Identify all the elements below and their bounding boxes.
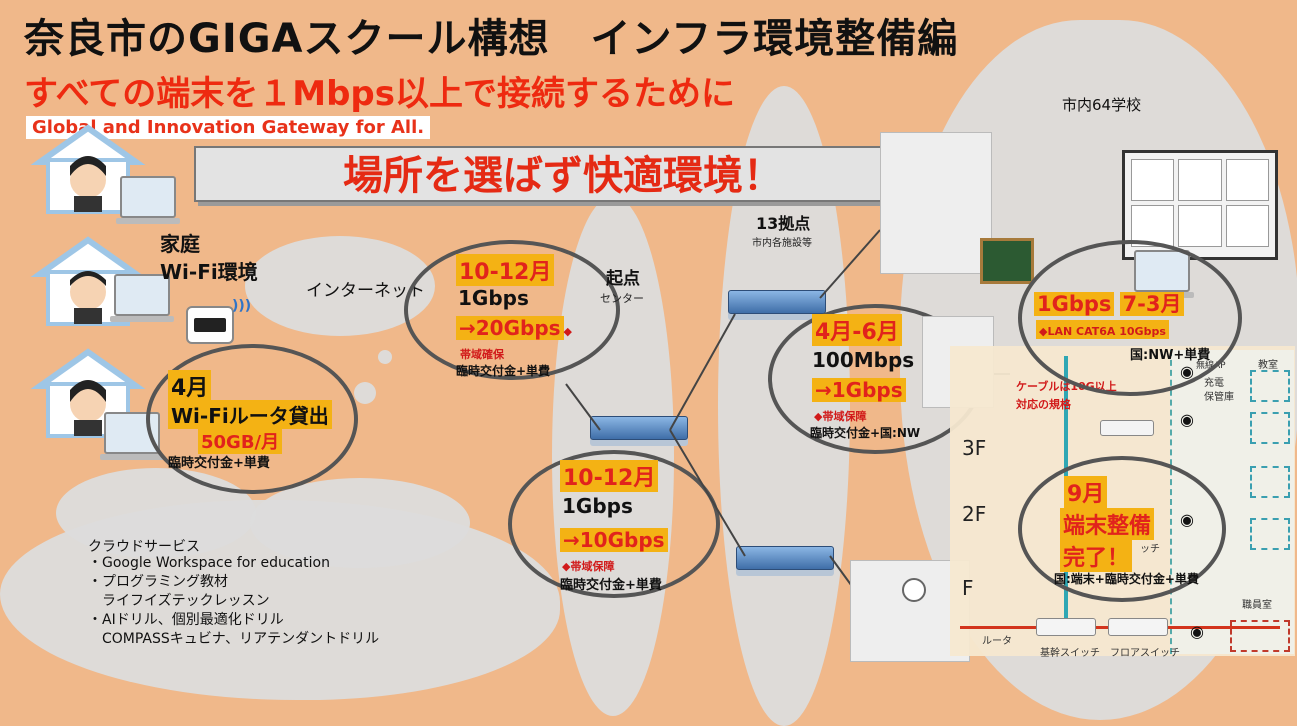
sites-sublabel: 市内各施設等 bbox=[752, 238, 812, 249]
sites-switch-icon-top bbox=[728, 290, 826, 314]
center-upgrade-ring bbox=[508, 450, 720, 598]
classroom-box-4 bbox=[1250, 518, 1290, 550]
schools-label: 市内64学校 bbox=[1062, 96, 1142, 114]
equipment-label-core-switch: 基幹スイッチ bbox=[1040, 648, 1100, 659]
thought-bubble-2 bbox=[378, 350, 392, 364]
equipment-label-router: ルータ bbox=[982, 636, 1012, 647]
internet-speed-from: 1Gbps bbox=[458, 286, 529, 310]
cloud-service-item: COMPASSキュビナ、リアテンダントドリル bbox=[88, 631, 380, 647]
device-month: 9月 bbox=[1064, 476, 1108, 508]
center-funding: 臨時交付金+単費 bbox=[560, 578, 662, 593]
cloud-service-item: ライフイズテックレッスン bbox=[88, 593, 270, 609]
school-building-main-icon bbox=[880, 132, 992, 274]
home-laptop-2 bbox=[110, 274, 174, 322]
room-label-classroom: 教室 bbox=[1258, 360, 1278, 371]
center-speed-to: →10Gbps bbox=[560, 528, 668, 552]
center-label: 起点 bbox=[606, 269, 640, 289]
school-lan-ring bbox=[1018, 240, 1242, 396]
home-capacity: 50GB/月 bbox=[198, 428, 283, 454]
home-funding: 臨時交付金+単費 bbox=[168, 456, 270, 471]
wifi-signal-icon: ))) bbox=[232, 298, 252, 314]
sites-funding: 臨時交付金+国:NW bbox=[810, 426, 921, 440]
center-speed-from: 1Gbps bbox=[562, 494, 633, 518]
internet-label: インターネット bbox=[306, 281, 425, 301]
cloud-services-list: ・Google Workspace for education ・プログラミング… bbox=[88, 554, 379, 649]
home-wifi-ring bbox=[146, 344, 358, 494]
device-line2: 完了！ bbox=[1060, 540, 1133, 572]
cloud-services-bump-2 bbox=[250, 478, 470, 568]
internet-note: 帯域確保 bbox=[460, 348, 504, 361]
internet-upgrade-ring bbox=[404, 240, 620, 380]
center-month: 10-12月 bbox=[560, 460, 659, 492]
school-lan-note-box: ◆LAN CAT6A 10Gbps bbox=[1036, 320, 1169, 339]
home-label-line2: Wi-Fi環境 bbox=[160, 260, 258, 284]
classroom-box-2 bbox=[1250, 412, 1290, 444]
sites-switch-icon-bottom bbox=[736, 546, 834, 570]
wireless-ap-icon-4: ◉ bbox=[1190, 622, 1204, 641]
wireless-ap-icon-2: ◉ bbox=[1180, 410, 1194, 429]
sites-month: 4月-6月 bbox=[812, 314, 902, 346]
mobile-wifi-router-icon bbox=[186, 306, 234, 344]
internet-speed-to-box: →20Gbps◆ bbox=[456, 316, 572, 340]
thought-bubble-1 bbox=[354, 382, 376, 404]
room-label-staffroom: 職員室 bbox=[1242, 600, 1272, 611]
center-note: ◆帯域保障 bbox=[562, 560, 615, 573]
floor-1f-label: F bbox=[962, 576, 974, 600]
equipment-label-floor-switch: フロアスイッチ bbox=[1110, 648, 1180, 659]
school-lan-note: ◆LAN CAT6A 10Gbps bbox=[1039, 325, 1166, 338]
device-deployment-ring bbox=[1018, 456, 1226, 602]
sites-label: 13拠点 bbox=[756, 214, 811, 233]
cloud-service-item: ・プログラミング教材 bbox=[88, 574, 228, 590]
floor-2f-label: 2F bbox=[962, 502, 987, 526]
school-lan-speed: 1Gbps bbox=[1034, 292, 1115, 316]
device-line1: 端末整備 bbox=[1060, 508, 1155, 540]
cloud-service-item: ・AIドリル、個別最適化ドリル bbox=[88, 612, 284, 628]
teacher-blackboard-icon bbox=[980, 238, 1034, 284]
sites-speed-to: →1Gbps bbox=[812, 378, 906, 402]
home-student-1 bbox=[30, 124, 150, 214]
clock-icon bbox=[902, 578, 926, 602]
sites-speed-from: 100Mbps bbox=[812, 348, 915, 372]
home-laptop-1 bbox=[116, 176, 180, 224]
sites-note: ◆帯域保障 bbox=[814, 410, 867, 423]
core-switch-icon bbox=[1036, 618, 1096, 636]
floor-3f-label: 3F bbox=[962, 436, 987, 460]
classroom-box-1 bbox=[1250, 370, 1290, 402]
school-lan-row: 1Gbps 7-3月 bbox=[1034, 288, 1185, 318]
headline-banner: 場所を選ばず快適環境！ bbox=[194, 146, 932, 202]
page-title: 奈良市のGIGAスクール構想 インフラ環境整備編 bbox=[24, 16, 959, 62]
internet-speed-to-mark: ◆ bbox=[563, 325, 573, 338]
cable-note-line2: 対応の規格 bbox=[1016, 398, 1071, 411]
cloud-services-heading: クラウドサービス bbox=[88, 539, 200, 555]
home-service: Wi-Fiルータ貸出 bbox=[168, 400, 332, 429]
internet-speed-to: →20Gbps bbox=[456, 316, 564, 340]
classroom-box-3 bbox=[1250, 466, 1290, 498]
page-subtitle: すべての端末を１Mbps以上で接続するために bbox=[24, 74, 736, 114]
cloud-service-item: ・Google Workspace for education bbox=[88, 555, 330, 571]
internet-funding: 臨時交付金+単費 bbox=[456, 364, 551, 378]
internet-month: 10-12月 bbox=[456, 254, 555, 286]
room-label-storage: 保管庫 bbox=[1204, 392, 1234, 403]
floor-switch-icon bbox=[1108, 618, 1168, 636]
internet-cloud bbox=[245, 236, 435, 336]
room-label-charge: 充電 bbox=[1204, 378, 1224, 389]
home-label-line1: 家庭 bbox=[160, 232, 200, 256]
staffroom-box bbox=[1230, 620, 1290, 652]
home-month: 4月 bbox=[168, 370, 212, 402]
device-funding: 国:端末+臨時交付金+単費 bbox=[1054, 572, 1199, 586]
home-student-3 bbox=[30, 348, 150, 438]
giga-tagline: Global and Innovation Gateway for All. bbox=[26, 116, 431, 139]
floor-switch-3f-icon bbox=[1100, 420, 1154, 436]
school-lan-month: 7-3月 bbox=[1119, 292, 1185, 316]
center-sublabel: センター bbox=[600, 292, 644, 305]
school-lan-funding: 国:NW+単費 bbox=[1130, 348, 1211, 363]
